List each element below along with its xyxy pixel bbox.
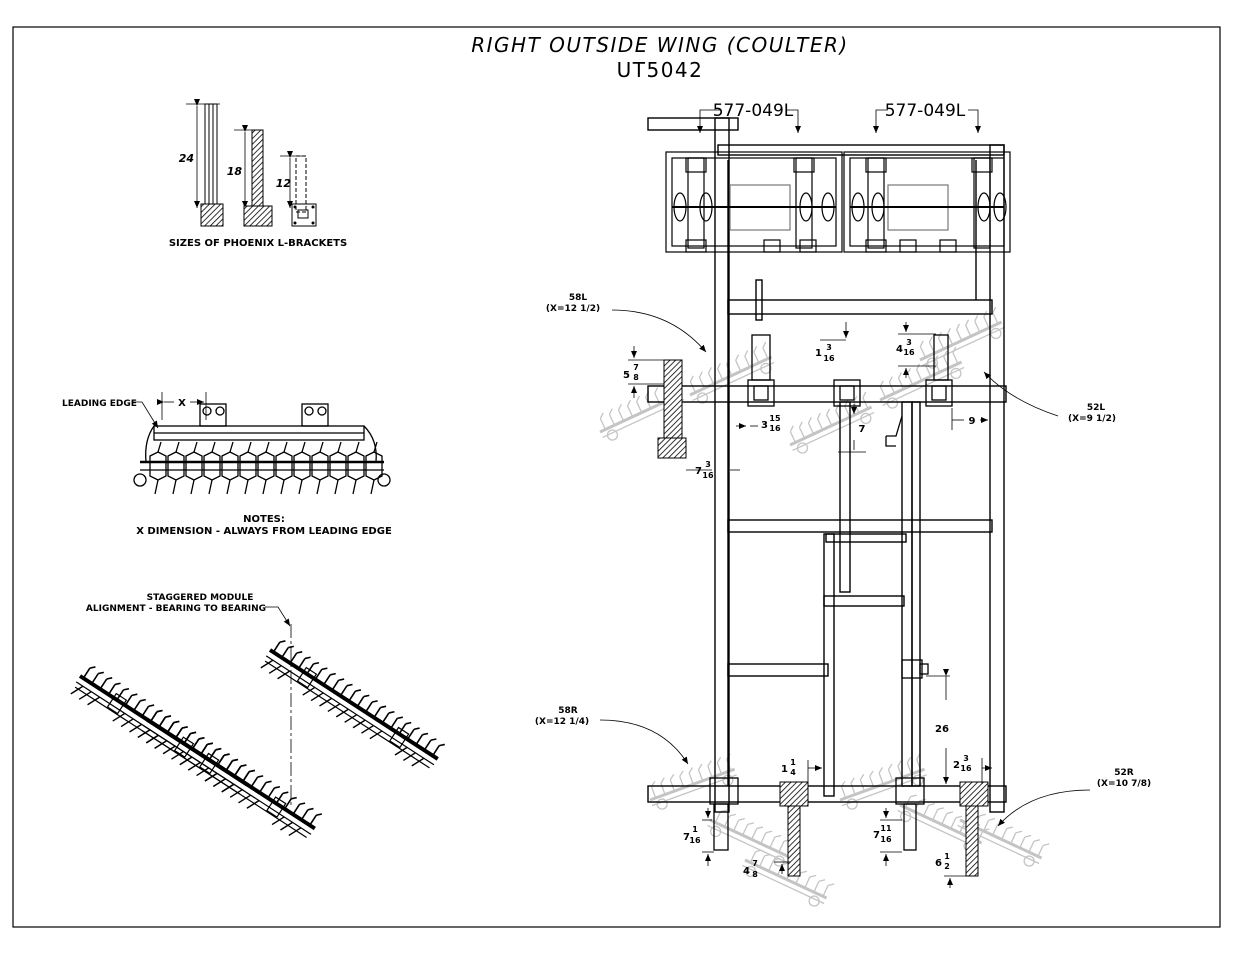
dim-4-7-8-num: 7: [752, 859, 758, 868]
ghost-modules: [593, 307, 1049, 910]
dim-4-3-16-whole: 4: [896, 344, 903, 355]
bearing-module-right: [843, 151, 1011, 253]
dim-7-11-16: 7 11 16: [873, 824, 892, 844]
staggered-module-upper: [259, 637, 446, 776]
dim-6-1-2-whole: 6: [935, 858, 942, 869]
dim-7-3-16-num: 3: [705, 460, 711, 469]
dim-1-1-4-den: 4: [790, 768, 796, 777]
bracket-12: 12: [276, 151, 317, 227]
position-52L-id: 52L: [1087, 403, 1106, 413]
bracket-24-label: 24: [179, 152, 194, 165]
position-58R-id: 58R: [558, 706, 578, 716]
dim-4-7-8-whole: 4: [743, 866, 750, 877]
dim-7-11-16-num: 11: [880, 824, 892, 833]
dim-3-15-16-num: 15: [769, 414, 781, 423]
staggered-module-figure: STAGGERED MODULE ALIGNMENT - BEARING TO …: [69, 593, 446, 845]
part-number-right: 577-049L: [885, 101, 966, 121]
dim-26: 26: [935, 724, 949, 735]
wing-frame: [593, 117, 1049, 910]
position-52R-x: (X=10 7/8): [1097, 779, 1151, 789]
dim-1-3-16: 1 3 16: [815, 343, 835, 363]
model-number: UT5042: [617, 58, 704, 82]
position-52L-x: (X=9 1/2): [1068, 414, 1116, 424]
dim-5-7-8-whole: 5: [623, 370, 630, 381]
part-number-callout-right: 577-049L: [873, 101, 981, 133]
position-58L-x: (X=12 1/2): [546, 304, 600, 314]
dim-9: 9: [969, 416, 976, 427]
leading-edge-label: LEADING EDGE: [62, 399, 137, 409]
drawing-title: RIGHT OUTSIDE WING (COULTER): [471, 33, 848, 57]
dim-7-1-16-num: 1: [692, 825, 698, 834]
position-58L: 58L (X=12 1/2): [546, 293, 707, 353]
bracket-18: 18: [227, 125, 273, 227]
dim-3-15-16: 3 15 16: [761, 414, 781, 433]
position-52L: 52L (X=9 1/2): [983, 371, 1116, 424]
dim-7-1-16-whole: 7: [683, 832, 690, 843]
bracket-12-label: 12: [276, 177, 292, 190]
dim-6-1-2-den: 2: [944, 862, 950, 871]
dim-1-1-4-whole: 1: [781, 764, 788, 775]
brackets-caption: SIZES OF PHOENIX L-BRACKETS: [169, 238, 347, 249]
dim-7-1-16: 7 1 16: [683, 825, 701, 845]
dim-4-3-16: 4 3 16: [896, 338, 915, 357]
dim-4-7-8: 4 7 8: [743, 859, 758, 879]
dim-4-3-16-num: 3: [906, 338, 912, 347]
bracket-18-label: 18: [227, 165, 243, 178]
position-58R-x: (X=12 1/4): [535, 717, 589, 727]
x-dimension-label: X: [178, 398, 186, 409]
dim-2-3-16: 2 3 16: [953, 754, 972, 773]
dim-1-3-16-num: 3: [826, 343, 832, 352]
dim-7: 7: [859, 424, 866, 435]
dim-1-1-4: 1 1 4: [781, 758, 796, 777]
notes-text: X DIMENSION - ALWAYS FROM LEADING EDGE: [136, 526, 392, 537]
position-52R-id: 52R: [1114, 768, 1134, 778]
bracket-24: 24: [179, 99, 224, 227]
sheet-border: [12, 26, 1221, 928]
dim-3-15-16-whole: 3: [761, 420, 768, 431]
dim-6-1-2: 6 1 2: [935, 852, 950, 871]
dim-5-7-8-num: 7: [633, 363, 639, 372]
dim-1-3-16-whole: 1: [815, 348, 822, 359]
dim-7-3-16: 7 3 16: [695, 460, 714, 480]
dim-5-7-8: 5 7 8: [623, 363, 639, 382]
bearing-module-left: [665, 151, 843, 253]
part-number-left: 577-049L: [713, 101, 794, 121]
dim-2-3-16-whole: 2: [953, 760, 960, 771]
dim-7-11-16-den: 16: [880, 835, 892, 844]
dim-7-1-16-den: 16: [689, 836, 701, 845]
bracket-52R: [959, 781, 989, 807]
position-58R: 58R (X=12 1/4): [535, 706, 689, 765]
staggered-line2: ALIGNMENT - BEARING TO BEARING: [86, 604, 266, 614]
part-number-callout-left: 577-049L: [697, 101, 801, 133]
dim-4-3-16-den: 16: [903, 348, 915, 357]
dim-5-7-8-den: 8: [633, 373, 639, 382]
dim-7-11-16-whole: 7: [873, 830, 880, 841]
dim-1-3-16-den: 16: [823, 354, 835, 363]
notes-heading: NOTES:: [243, 514, 285, 525]
staggered-module-lower: [69, 663, 323, 846]
dim-1-1-4-num: 1: [790, 758, 796, 767]
dim-7-3-16-den: 16: [702, 471, 714, 480]
position-52R: 52R (X=10 7/8): [997, 768, 1151, 827]
leading-edge-figure: LEADING EDGE X: [62, 392, 392, 537]
dimension-lines: [628, 322, 992, 888]
staggered-line1: STAGGERED MODULE: [147, 593, 254, 603]
dim-2-3-16-num: 3: [963, 754, 969, 763]
dim-4-7-8-den: 8: [752, 870, 758, 879]
position-58L-id: 58L: [569, 293, 588, 303]
dim-6-1-2-num: 1: [944, 852, 950, 861]
l-bracket-sizes-figure: 24 18 12 SIZES OF PHOENIX L-BRACKETS: [169, 99, 347, 249]
bracket-58R: [779, 781, 809, 807]
dim-3-15-16-den: 16: [769, 424, 781, 433]
dim-2-3-16-den: 16: [960, 764, 972, 773]
dim-7-3-16-whole: 7: [695, 466, 702, 477]
